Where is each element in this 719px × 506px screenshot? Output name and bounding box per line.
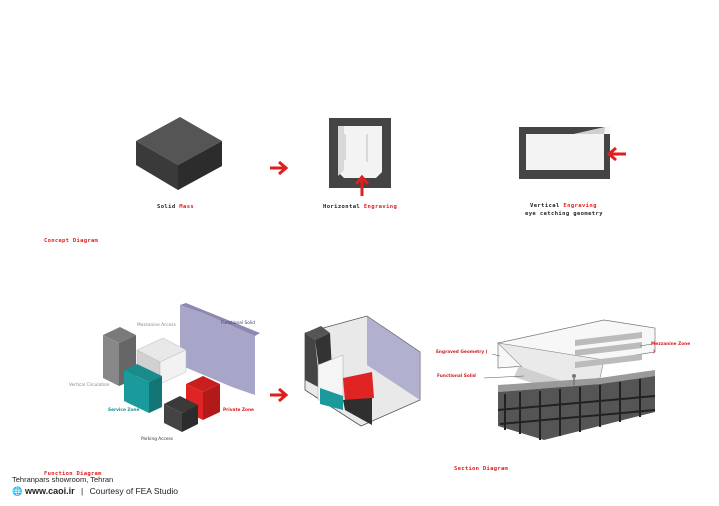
horizontal-engraving-block xyxy=(329,118,391,188)
globe-icon: 🌐 xyxy=(12,486,23,496)
mezzanine-access-label: Mezzanine Access xyxy=(137,323,176,328)
solid-mass-label: Solid Mass xyxy=(157,204,195,210)
arrow-right-1 xyxy=(270,160,289,176)
footer-caption: Tehranpars showroom, Tehran xyxy=(12,475,114,484)
section-functional-solid-label: Functional Solid xyxy=(437,374,476,379)
vertical-engraving-label: Vertical Engraving xyxy=(530,203,597,209)
section-diagram-title: Section Diagram xyxy=(454,466,509,472)
arrow-left-3 xyxy=(606,146,626,162)
private-zone-label: Private Zone xyxy=(223,408,254,413)
horizontal-engraving-label: Horizontal Engraving xyxy=(323,204,398,210)
concept-diagram-title: Concept Diagram xyxy=(44,238,99,244)
brand-link[interactable]: www.caoi.ir xyxy=(24,486,75,496)
functional-solid-label: Functional Solid xyxy=(221,321,255,326)
vertical-circulation-volume xyxy=(103,327,136,386)
vertical-engraving-block xyxy=(519,127,610,179)
functional-solid-volume xyxy=(180,303,260,395)
footer-separator: | xyxy=(81,486,84,496)
engraved-geometry-label: Engraved Geometry ( xyxy=(436,350,488,355)
footer-brand: 🌐 www.caoi.ir | Courtesy of FEA Studio xyxy=(12,486,178,497)
eye-catching-geometry-label: eye catching geometry xyxy=(525,211,603,217)
function-diagram-title: Function Diagram xyxy=(44,471,102,477)
solid-mass-cube xyxy=(136,117,222,190)
section-building xyxy=(483,319,656,440)
service-zone-volume xyxy=(124,364,162,413)
arrow-right-4 xyxy=(270,387,289,403)
arrow-up-2 xyxy=(354,174,370,196)
service-zone-label: Service Zone xyxy=(108,408,140,413)
mezzanine-zone-label: Mezzanine Zone xyxy=(651,342,691,347)
parking-access-volume xyxy=(164,396,198,432)
parking-access-label: Parking Access xyxy=(141,437,174,442)
mezzanine-paren: ) xyxy=(653,350,655,355)
vertical-circulation-label: Vertical Circulation xyxy=(69,383,110,388)
assembled-function-volume xyxy=(304,315,421,427)
courtesy-text: Courtesy of FEA Studio xyxy=(89,486,178,496)
